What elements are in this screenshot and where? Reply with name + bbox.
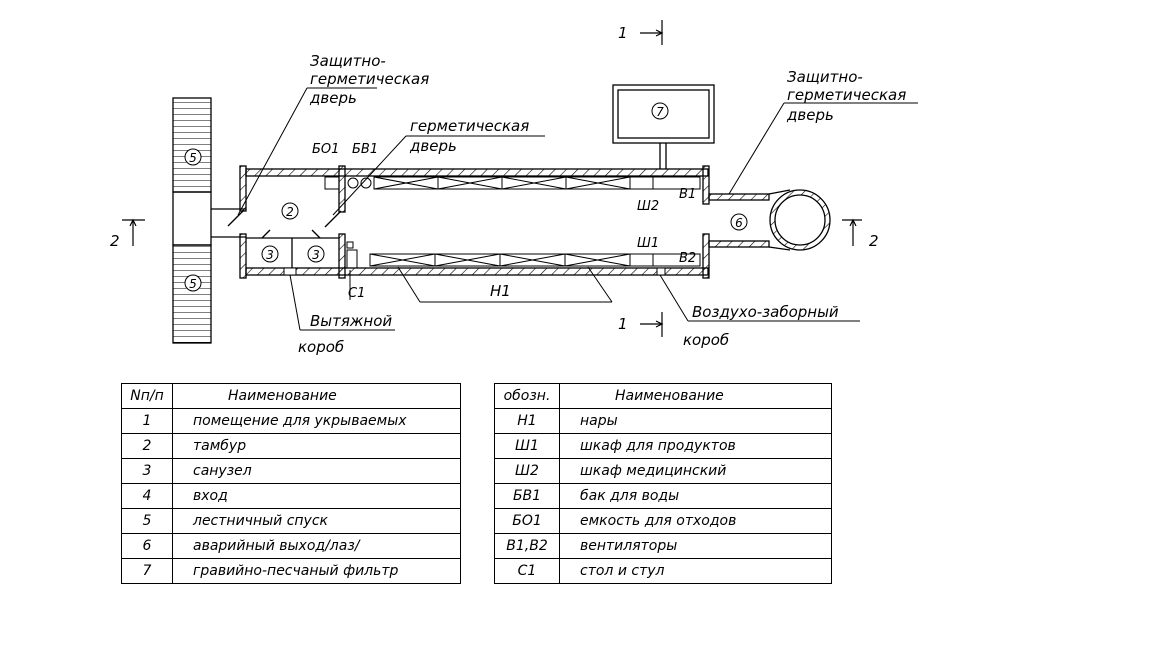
marker-5a: 5	[189, 151, 197, 165]
gravel-sand-filter	[612, 84, 715, 169]
equipment-code: Н1	[494, 408, 560, 434]
door2-line2: дверь	[409, 137, 457, 155]
equipment-name: нары	[559, 408, 832, 434]
marker-7: 7	[656, 105, 664, 119]
rooms-num: 7	[121, 558, 173, 584]
table-row: Ш1 шкаф для продуктов	[494, 433, 832, 459]
section-2-right: 2	[869, 232, 879, 250]
table-row: 1 помещение для укрываемых	[121, 408, 461, 434]
table-row: БО1 емкость для отходов	[494, 508, 832, 534]
rooms-name: санузел	[172, 458, 461, 484]
equipment-col-code: обозн.	[494, 383, 560, 409]
door1-line2: герметическая	[310, 70, 429, 88]
door1-line3: дверь	[309, 89, 357, 107]
equipment-col-name: Наименование	[559, 383, 832, 409]
toilets	[283, 241, 358, 276]
shelter-walls	[239, 165, 710, 279]
rooms-num: 3	[121, 458, 173, 484]
marker-5b: 5	[189, 277, 197, 291]
section-markers	[122, 20, 862, 337]
rooms-table: Nп/п Наименование 1 помещение для укрыва…	[121, 383, 461, 584]
table-row: 5 лестничный спуск	[121, 508, 461, 534]
equipment-code: Ш1	[494, 433, 560, 459]
exhaust-line2: короб	[298, 338, 344, 356]
tanks	[324, 176, 372, 190]
equipment-code: БО1	[494, 508, 560, 534]
label-c1: С1	[348, 286, 365, 301]
staircase	[172, 97, 246, 344]
equipment-code: В1,В2	[494, 533, 560, 559]
equipment-name: шкаф для продуктов	[559, 433, 832, 459]
equipment-code: БВ1	[494, 483, 560, 509]
equipment-name: бак для воды	[559, 483, 832, 509]
bunks-n1-lower	[369, 253, 701, 276]
rooms-table-header: Nп/п Наименование	[121, 383, 461, 409]
rooms-name: тамбур	[172, 433, 461, 459]
door3-line1: Защитно-	[787, 68, 863, 86]
rooms-num: 4	[121, 483, 173, 509]
equipment-table-header: обозн. Наименование	[494, 383, 832, 409]
marker-3b: 3	[312, 248, 320, 262]
rooms-name: гравийно-песчаный фильтр	[172, 558, 461, 584]
equipment-table: обозн. Наименование Н1 нары Ш1 шкаф для …	[494, 383, 832, 584]
door-lines	[227, 209, 342, 239]
rooms-num: 6	[121, 533, 173, 559]
table-row: 3 санузел	[121, 458, 461, 484]
equipment-name: стол и стул	[559, 558, 832, 584]
number-markers: 5 5 2 3 3 6 7	[184, 102, 748, 292]
intake-line1: Воздухо-заборный	[692, 303, 839, 321]
marker-2: 2	[286, 205, 294, 219]
door2-line1: герметическая	[410, 117, 529, 135]
equipment-name: шкаф медицинский	[559, 458, 832, 484]
label-sh1: Ш1	[637, 236, 659, 251]
section-1-top: 1	[618, 24, 628, 42]
table-row: Н1 нары	[494, 408, 832, 434]
door3-line2: герметическая	[787, 86, 906, 104]
rooms-name: аварийный выход/лаз/	[172, 533, 461, 559]
rooms-name: помещение для укрываемых	[172, 408, 461, 434]
equipment-code: С1	[494, 558, 560, 584]
section-1-bottom: 1	[618, 315, 628, 333]
table-row: 7 гравийно-песчаный фильтр	[121, 558, 461, 584]
rooms-col-num: Nп/п	[121, 383, 173, 409]
intake-line2: короб	[683, 331, 729, 349]
bunks-upper	[373, 176, 701, 190]
label-sh2: Ш2	[637, 199, 659, 214]
rooms-col-name: Наименование	[172, 383, 461, 409]
door3-line3: дверь	[786, 106, 834, 124]
label-v1: В1	[679, 187, 696, 202]
table-row: 2 тамбур	[121, 433, 461, 459]
equipment-name: вентиляторы	[559, 533, 832, 559]
leader-lines	[237, 87, 918, 331]
label-v2: В2	[679, 251, 696, 266]
label-bo1: БО1	[312, 142, 339, 157]
table-row: 6 аварийный выход/лаз/	[121, 533, 461, 559]
rooms-name: вход	[172, 483, 461, 509]
table-row: Ш2 шкаф медицинский	[494, 458, 832, 484]
equipment-name: емкость для отходов	[559, 508, 832, 534]
section-2-left: 2	[110, 232, 120, 250]
table-row: С1 стол и стул	[494, 558, 832, 584]
rooms-num: 1	[121, 408, 173, 434]
rooms-name: лестничный спуск	[172, 508, 461, 534]
table-row: В1,В2 вентиляторы	[494, 533, 832, 559]
rooms-num: 5	[121, 508, 173, 534]
emergency-exit	[708, 189, 831, 251]
table-row: БВ1 бак для воды	[494, 483, 832, 509]
label-bv1: БВ1	[352, 142, 378, 157]
door1-line1: Защитно-	[310, 52, 386, 70]
marker-3a: 3	[266, 248, 274, 262]
exhaust-line1: Вытяжной	[310, 312, 392, 330]
drawing-labels: Защитно- герметическая дверь герметическ…	[110, 24, 906, 356]
equipment-code: Ш2	[494, 458, 560, 484]
table-row: 4 вход	[121, 483, 461, 509]
label-n1: Н1	[490, 282, 511, 300]
marker-6: 6	[735, 216, 743, 230]
rooms-num: 2	[121, 433, 173, 459]
